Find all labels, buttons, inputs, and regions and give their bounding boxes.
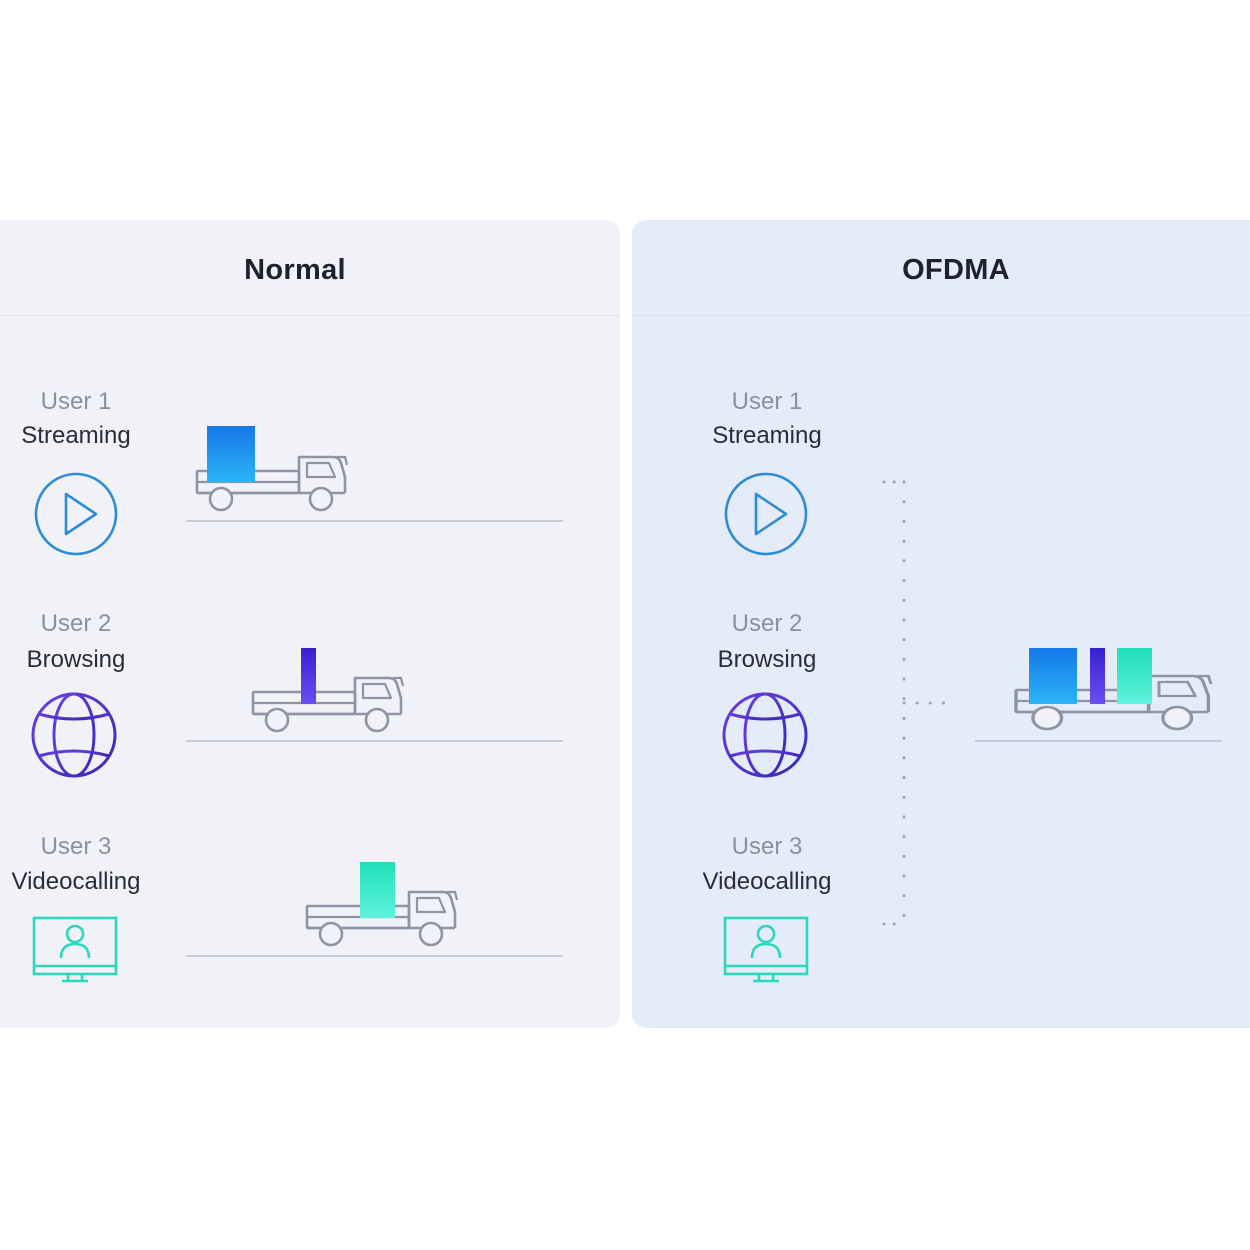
normal-user-2-label: User 2 [40, 610, 112, 637]
normal-user-3-label: User 3 [40, 833, 112, 860]
ofdma-user-1-activity: Streaming [712, 422, 822, 449]
ofdma-user-2-label: User 2 [731, 610, 803, 637]
ofdma-user-1-label: User 1 [731, 388, 803, 415]
ofdma-panel-header: OFDMA [632, 220, 1250, 316]
ofdma-panel-title: OFDMA [902, 254, 1010, 286]
normal-panel-header: Normal [0, 220, 620, 316]
ofdma-panel: OFDMA [632, 220, 1250, 1028]
normal-user-2-activity: Browsing [26, 646, 126, 673]
normal-panel-title: Normal [244, 254, 346, 286]
normal-user-1-activity: Streaming [21, 422, 131, 449]
ofdma-user-3-label: User 3 [731, 833, 803, 860]
normal-user-3-activity: Videocalling [11, 868, 141, 895]
ofdma-user-2-activity: Browsing [717, 646, 817, 673]
normal-user-1-label: User 1 [40, 388, 112, 415]
ofdma-user-3-activity: Videocalling [702, 868, 832, 895]
